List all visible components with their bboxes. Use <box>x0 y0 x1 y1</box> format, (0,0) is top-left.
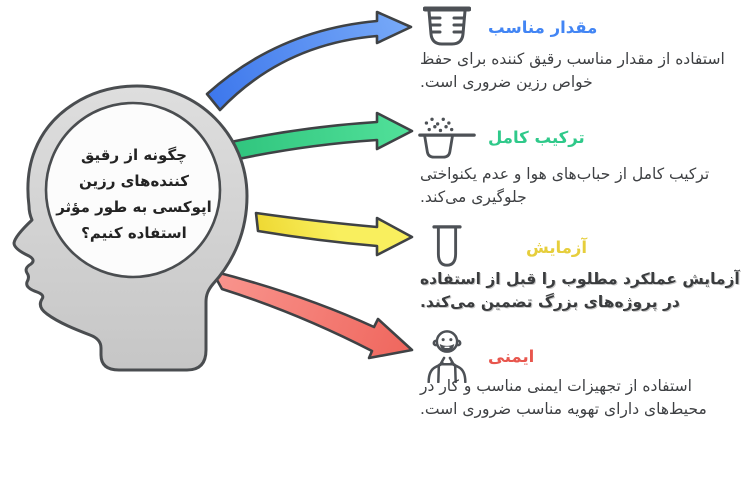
arrow-proper-amount <box>205 10 413 112</box>
central-question: چگونه از رقیق کننده‌های رزین اپوکسی به ط… <box>56 146 212 242</box>
section-header: آزمایش <box>418 224 742 270</box>
test-tube-icon <box>418 224 476 270</box>
section-title: آزمایش <box>526 237 588 257</box>
section-description: آزمایش عملکرد مطلوب را قبل از استفاده در… <box>420 270 740 311</box>
section-title: مقدار مناسب <box>488 17 598 37</box>
connector-arrows <box>205 10 414 360</box>
mixing-pan-icon <box>418 114 476 161</box>
safety-worker-icon <box>418 329 476 383</box>
section-description: ترکیب کامل از حباب‌های هوا و عدم یکنواخت… <box>420 165 710 206</box>
section-complete-mixing: ترکیب کامل ترکیب کامل از حباب‌های هوا و … <box>418 113 742 206</box>
arrow-testing <box>254 211 414 257</box>
arrow-safety <box>210 269 414 360</box>
section-header: ترکیب کامل <box>418 113 742 161</box>
thought-bubble <box>44 101 222 279</box>
section-description: استفاده از مقدار مناسب رقیق کننده برای ح… <box>420 50 725 91</box>
measuring-cup-icon <box>418 4 476 50</box>
section-testing: آزمایش آزمایش عملکرد مطلوب را قبل از است… <box>418 224 742 311</box>
section-safety: ایمنی استفاده از تجهیزات ایمنی مناسب و ک… <box>418 329 742 418</box>
section-description: استفاده از تجهیزات ایمنی مناسب و کار در … <box>420 377 707 418</box>
section-title: ایمنی <box>488 346 535 366</box>
section-header: مقدار مناسب <box>418 4 742 50</box>
section-header: ایمنی <box>418 329 742 383</box>
section-title: ترکیب کامل <box>488 127 585 147</box>
arrow-complete-mixing <box>224 111 414 163</box>
section-proper-amount: مقدار مناسب استفاده از مقدار مناسب رقیق … <box>418 4 742 91</box>
